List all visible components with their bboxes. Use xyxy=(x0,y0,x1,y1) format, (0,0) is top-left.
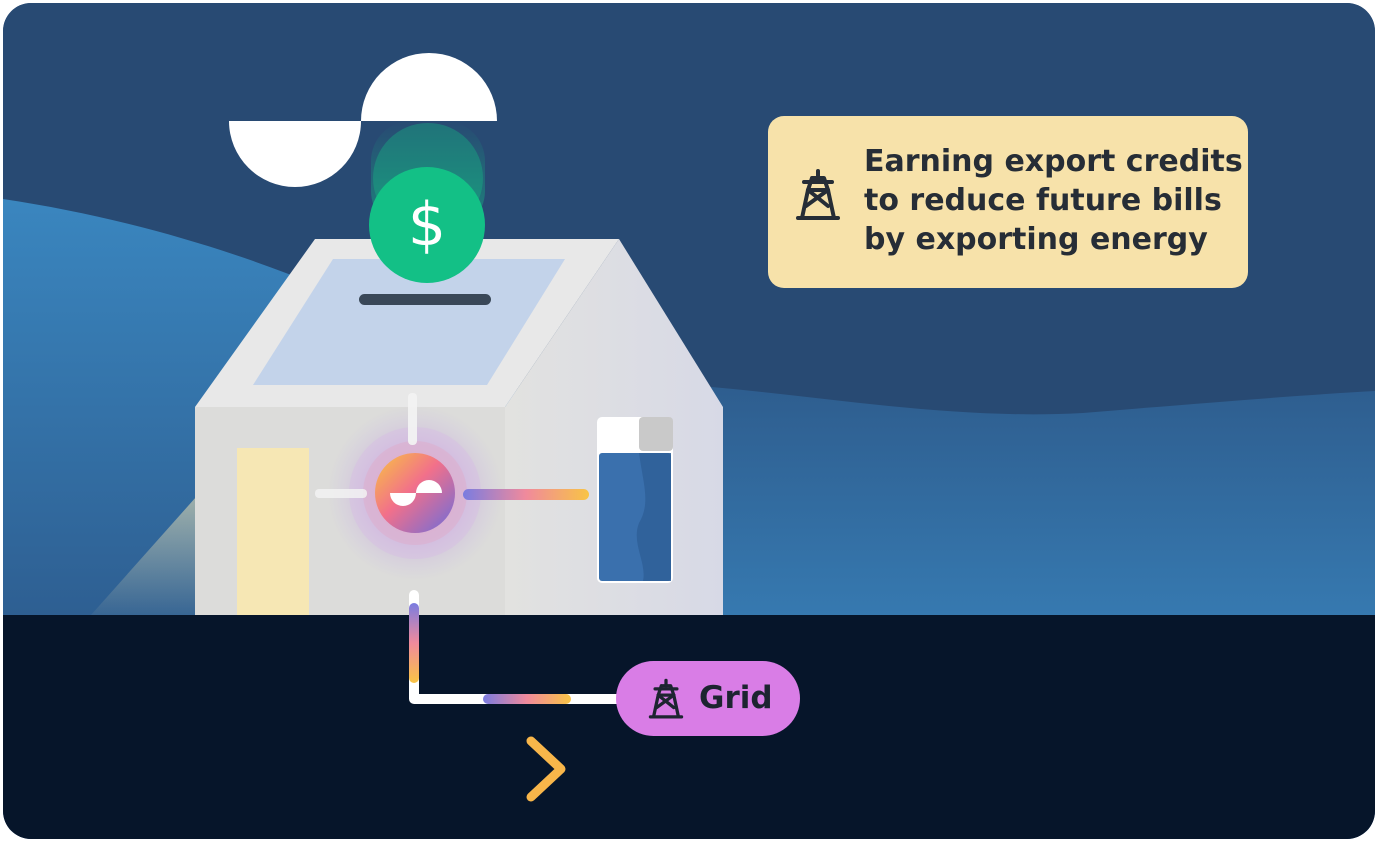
house-door xyxy=(237,448,309,615)
flow-line-battery xyxy=(463,489,589,500)
export-flow-horizontal xyxy=(483,694,571,704)
transmission-tower-icon xyxy=(647,678,685,720)
flow-line-door xyxy=(315,489,367,498)
coin-symbol: $ xyxy=(408,190,446,260)
grid-label: Grid xyxy=(699,680,773,717)
grid-node: Grid xyxy=(616,661,800,736)
coin-slot xyxy=(359,294,491,305)
dollar-coin-icon: $ xyxy=(369,167,485,283)
callout-line-2: to reduce future bills xyxy=(864,181,1234,220)
export-credits-illustration: $ Earning export credits to reduce futur… xyxy=(3,3,1375,839)
callout-line-1: Earning export credits xyxy=(864,142,1234,181)
callout-line-3: by exporting energy xyxy=(864,220,1234,259)
battery-icon xyxy=(597,417,673,583)
export-flow-vertical xyxy=(409,603,419,683)
flow-line-solar xyxy=(408,393,417,445)
inverter-orb xyxy=(375,453,455,533)
callout-text: Earning export credits to reduce future … xyxy=(864,142,1234,259)
export-credits-callout: Earning export credits to reduce future … xyxy=(768,116,1248,288)
transmission-tower-icon xyxy=(794,168,842,222)
